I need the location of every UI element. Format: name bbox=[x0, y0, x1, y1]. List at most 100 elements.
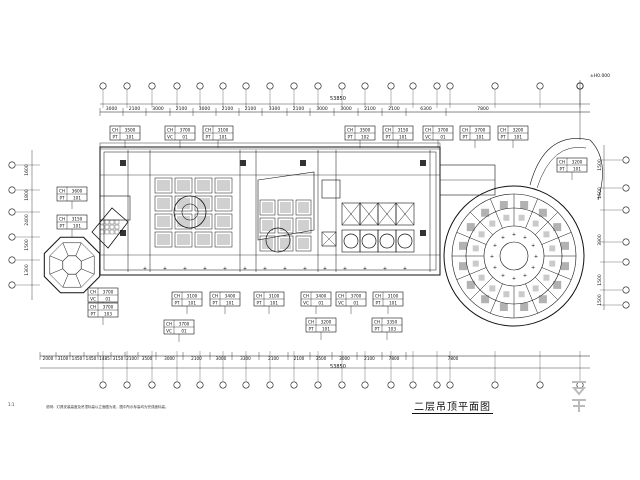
tag-height-prefix: CH bbox=[559, 160, 565, 165]
radial-ceiling-panel bbox=[532, 220, 539, 227]
bottom-dimension-value: 3300 bbox=[240, 356, 251, 361]
tag-material: VC bbox=[90, 297, 96, 302]
plan-rect bbox=[395, 202, 415, 226]
plan-line bbox=[469, 211, 493, 235]
top-dimension-value: 3300 bbox=[269, 106, 281, 112]
axis-bubble bbox=[409, 381, 417, 389]
axis-bubble bbox=[219, 82, 227, 90]
plan-rect bbox=[277, 217, 294, 234]
tag-height-value: 3350 bbox=[387, 320, 398, 325]
tag-height-prefix: CH bbox=[174, 294, 180, 299]
axis-bubble bbox=[8, 161, 16, 169]
plan-rect bbox=[174, 177, 193, 194]
radial-ceiling-panel bbox=[520, 303, 529, 312]
tag-material: PT bbox=[59, 196, 65, 201]
light-point: + bbox=[534, 254, 538, 260]
drawing-title: 二层吊顶平面图 bbox=[412, 398, 493, 414]
tag-material: PT bbox=[205, 135, 211, 140]
tag-height-value: 3600 bbox=[72, 189, 83, 194]
radial-ceiling-panel bbox=[538, 208, 547, 217]
octagon-inner bbox=[49, 242, 95, 288]
plan-line bbox=[456, 232, 487, 245]
axis-bubble bbox=[622, 258, 630, 266]
light-point: + bbox=[490, 254, 494, 260]
bottom-dimension-value: 2100 bbox=[191, 356, 202, 361]
ceiling-panel bbox=[217, 216, 230, 227]
plan-rect bbox=[277, 199, 294, 216]
bottom-dimension-value: 1485 bbox=[99, 356, 110, 361]
tag-height-value: 3400 bbox=[316, 294, 327, 299]
tag-material-code: 01 bbox=[440, 135, 446, 140]
axis-bubble bbox=[387, 381, 395, 389]
circular-hall-ring bbox=[499, 241, 529, 271]
plan-rect bbox=[214, 177, 233, 194]
plan-rect bbox=[321, 179, 341, 199]
downlight bbox=[240, 160, 246, 166]
plan-line bbox=[469, 277, 493, 301]
tag-material-code: 101 bbox=[188, 301, 196, 306]
axis-bubble bbox=[8, 281, 16, 289]
plan-line bbox=[541, 232, 572, 245]
plan-rect bbox=[104, 229, 110, 235]
axis-bubble bbox=[196, 381, 204, 389]
radial-ceiling-panel bbox=[478, 274, 485, 281]
tag-material-code: 01 bbox=[318, 301, 324, 306]
bottom-dimension-value: 3000 bbox=[339, 356, 350, 361]
right-dimension-value: 1500 bbox=[597, 294, 603, 306]
plan-rect bbox=[99, 224, 105, 230]
radial-ceiling-panel bbox=[553, 280, 562, 289]
axis-bubble bbox=[148, 381, 156, 389]
downlight bbox=[300, 160, 306, 166]
circular-hall-ring bbox=[443, 185, 585, 327]
axis-bubble bbox=[446, 82, 454, 90]
plan-line bbox=[456, 267, 487, 280]
tag-height-prefix: CH bbox=[375, 294, 381, 299]
tag-material: PT bbox=[212, 301, 218, 306]
axis-bubble bbox=[99, 381, 107, 389]
plan-rect bbox=[154, 195, 173, 212]
tag-height-value: 3700 bbox=[475, 128, 486, 133]
plan-line bbox=[525, 198, 538, 229]
plan-rect bbox=[174, 195, 193, 212]
light-point: + bbox=[323, 266, 327, 272]
octagon-core bbox=[62, 255, 82, 275]
light-point: + bbox=[183, 266, 187, 272]
plan-rect bbox=[321, 231, 337, 247]
axis-bubble bbox=[361, 381, 369, 389]
ceiling-panel bbox=[298, 220, 309, 231]
tag-material-code: 101 bbox=[389, 301, 397, 306]
plan-line bbox=[490, 283, 503, 314]
plan-rect bbox=[194, 177, 213, 194]
plan-line bbox=[395, 202, 415, 226]
radial-ceiling-panel bbox=[520, 200, 529, 209]
radial-ceiling-panel bbox=[518, 291, 525, 298]
tag-material: PT bbox=[559, 167, 565, 172]
axis-bubble bbox=[173, 82, 181, 90]
axis-bubble bbox=[242, 82, 250, 90]
ceiling-panel bbox=[280, 202, 291, 213]
tag-height-prefix: CH bbox=[90, 290, 96, 295]
top-dimension-value: 2100 bbox=[176, 106, 188, 112]
top-dimension-value: 3000 bbox=[152, 106, 164, 112]
plan-rect bbox=[174, 231, 193, 248]
plan-line bbox=[359, 202, 379, 226]
round-light-fixture bbox=[343, 233, 359, 249]
bottom-dimension-value: 3150 bbox=[113, 356, 124, 361]
tag-height-value: 3100 bbox=[187, 294, 198, 299]
top-dimension-value: 3000 bbox=[340, 106, 352, 112]
plan-line bbox=[535, 211, 559, 235]
tag-height-prefix: CH bbox=[59, 217, 65, 222]
tag-material: PT bbox=[90, 312, 96, 317]
tag-material-code: 101 bbox=[126, 135, 134, 140]
light-point: + bbox=[531, 265, 535, 271]
ceiling-panel bbox=[157, 180, 170, 191]
axis-bubble bbox=[622, 301, 630, 309]
ceiling-panel bbox=[177, 180, 190, 191]
plan-rect bbox=[99, 229, 105, 235]
tag-material-code: 103 bbox=[104, 312, 112, 317]
plan-line bbox=[535, 277, 559, 301]
axis-bubble bbox=[536, 82, 544, 90]
